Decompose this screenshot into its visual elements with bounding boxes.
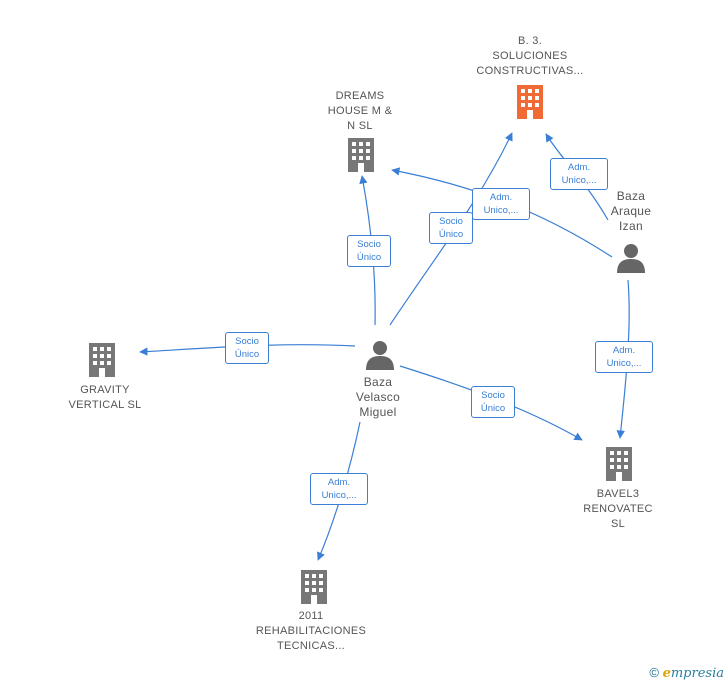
node-label-bavel3[interactable]: BAVEL3 RENOVATEC SL	[583, 488, 653, 530]
izan-person-icon[interactable]	[617, 244, 645, 273]
node-label-izan[interactable]: Baza Araque Izan	[610, 189, 652, 233]
node-label-gravity[interactable]: GRAVITY VERTICAL SL	[68, 384, 142, 411]
edge-label-adm-dreams[interactable]: Adm. Unico,...	[472, 188, 530, 220]
edge-label-socio-gravity[interactable]: Socio Único	[225, 332, 269, 364]
edge-label-adm-b3[interactable]: Adm. Unico,...	[550, 158, 608, 190]
miguel-person-icon[interactable]	[366, 341, 394, 370]
node-label-rehab[interactable]: 2011 REHABILITACIONES TECNICAS...	[255, 610, 367, 652]
edge-label-socio-bavel3[interactable]: Socio Único	[471, 386, 515, 418]
empresia-watermark: © empresia	[649, 665, 724, 681]
node-label-dreams[interactable]: DREAMS HOUSE M & N SL	[327, 90, 393, 132]
node-label-miguel[interactable]: Baza Velasco Miguel	[355, 375, 401, 419]
node-label-b3[interactable]: B. 3. SOLUCIONES CONSTRUCTIVAS...	[476, 35, 584, 77]
dreams-building-icon[interactable]	[348, 138, 374, 172]
gravity-building-icon[interactable]	[89, 343, 115, 377]
edge-label-socio-dreams[interactable]: Socio Único	[347, 235, 391, 267]
rehab-building-icon[interactable]	[301, 570, 327, 604]
bavel3-building-icon[interactable]	[606, 447, 632, 481]
b3-building-icon[interactable]	[517, 85, 543, 119]
edge-label-socio-b3[interactable]: Socio Único	[429, 212, 473, 244]
edge-label-adm-rehab[interactable]: Adm. Unico,...	[310, 473, 368, 505]
copyright-symbol: ©	[649, 665, 659, 680]
edge-label-adm-bavel3[interactable]: Adm. Unico,...	[595, 341, 653, 373]
brand-logo: empresia	[662, 666, 724, 681]
